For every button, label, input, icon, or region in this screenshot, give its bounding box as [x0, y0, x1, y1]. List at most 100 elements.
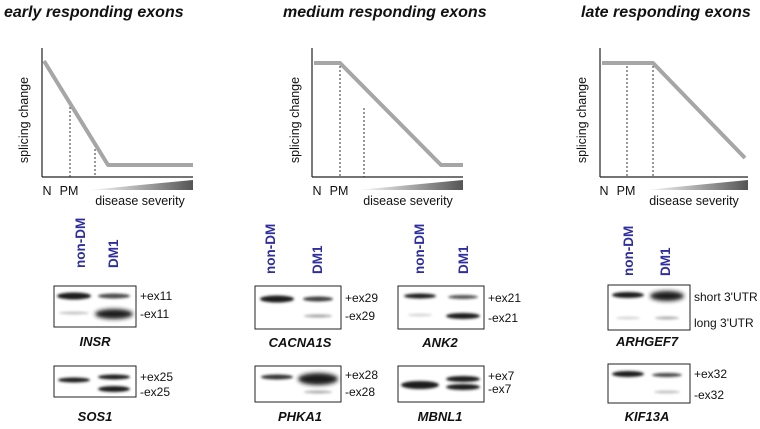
gel-band: [446, 376, 480, 382]
gel-band: [448, 295, 478, 299]
gel-band: [298, 373, 338, 385]
band-label-lower: long 3'UTR: [694, 316, 754, 330]
gene-label: CACNA1S: [269, 335, 332, 350]
schematic-plot: splicing change N PM disease severity: [17, 48, 193, 208]
tick-n: N: [42, 184, 51, 198]
x-axis-label: disease severity: [649, 194, 739, 208]
schematic-plot: splicing change N PM disease severity: [575, 48, 748, 208]
gel-band: [98, 386, 130, 392]
splicing-curve: [602, 61, 747, 160]
gel-band: [404, 293, 436, 299]
gel-band: [59, 311, 89, 315]
gene-label: SOS1: [78, 409, 113, 424]
band-label-lower: -ex25: [140, 385, 170, 399]
gel-band: [616, 316, 640, 320]
panel-title: medium responding exons: [283, 4, 487, 21]
lane-label-non-dm: non-DM: [263, 224, 278, 274]
band-label-lower: -ex32: [694, 388, 724, 402]
gel-kif13a: +ex32 -ex32 KIF13A: [607, 363, 727, 424]
tick-n: N: [599, 184, 608, 198]
gel-band: [261, 374, 293, 380]
splicing-curve: [42, 59, 193, 167]
gel-band: [654, 390, 680, 394]
gel-frame: [53, 285, 137, 328]
gel-band: [304, 390, 332, 394]
gel-band: [303, 296, 333, 302]
severity-wedge: [357, 180, 463, 190]
gel-band: [612, 292, 644, 298]
gel-band: [446, 384, 480, 390]
lane-label-non-dm: non-DM: [412, 224, 427, 274]
lane-label-non-dm: non-DM: [621, 226, 636, 276]
y-axis-label: splicing change: [288, 77, 302, 163]
x-axis-label: disease severity: [363, 194, 453, 208]
panel-late: late responding exons splicing change N …: [575, 4, 758, 424]
gel-band: [58, 377, 90, 383]
y-axis-label: splicing change: [17, 77, 31, 163]
y-axis-label: splicing change: [575, 77, 589, 163]
tick-pm: PM: [617, 184, 636, 198]
band-label-upper: +ex29: [345, 291, 378, 305]
gel-band: [446, 313, 480, 319]
panel-medium: medium responding exons splicing change …: [254, 4, 521, 424]
lane-label-dm1: DM1: [658, 247, 673, 276]
gel-sos1: +ex25 -ex25 SOS1: [53, 365, 173, 424]
band-label-lower: -ex29: [345, 309, 375, 323]
gel-arhgef7: non-DM DM1 short 3'UTR long 3'UTR ARHGEF…: [607, 226, 758, 349]
panel-title: late responding exons: [581, 4, 751, 21]
gel-insr: non-DM DM1 +ex11 -ex11 INSR: [53, 218, 172, 349]
gene-label: ARHGEF7: [615, 334, 679, 349]
gel-band: [95, 309, 133, 319]
gel-cacna1s: non-DM DM1 +ex29 -ex29 CACNA1S: [254, 224, 378, 350]
gel-band: [98, 374, 130, 380]
gel-band: [650, 291, 684, 301]
tick-n: N: [312, 184, 321, 198]
gel-band: [304, 314, 332, 318]
gel-band: [652, 373, 682, 377]
x-axis-label: disease severity: [95, 194, 185, 208]
gene-label: PHKA1: [278, 409, 322, 424]
lane-label-non-dm: non-DM: [73, 218, 88, 268]
gene-label: MBNL1: [418, 409, 463, 424]
band-label-upper: +ex28: [345, 368, 378, 382]
tick-pm: PM: [330, 184, 349, 198]
gel-band: [57, 292, 91, 300]
panel-title: early responding exons: [4, 4, 184, 21]
severity-wedge: [645, 180, 748, 190]
band-label-upper: +ex21: [488, 291, 521, 305]
gel-phka1: +ex28 -ex28 PHKA1: [254, 365, 378, 424]
gel-band: [401, 381, 439, 389]
gene-label: ANK2: [421, 335, 458, 350]
gel-band: [260, 295, 294, 303]
gel-ank2: non-DM DM1 +ex21 -ex21 ANK2: [397, 224, 521, 350]
gel-band: [655, 316, 679, 320]
gel-band: [408, 313, 432, 317]
gel-frame: [254, 285, 342, 330]
gel-frame: [397, 285, 485, 330]
band-label-lower: -ex11: [140, 307, 169, 321]
gel-mbnl1: +ex7 -ex7 MBNL1: [397, 365, 515, 424]
band-label-lower: -ex28: [345, 385, 375, 399]
gel-band: [98, 293, 130, 299]
gene-label: INSR: [79, 334, 111, 349]
band-label-upper: short 3'UTR: [694, 290, 758, 304]
gel-frame: [607, 363, 691, 404]
schematic-plot: splicing change N PM disease severity: [288, 48, 463, 208]
band-label-upper: +ex25: [140, 370, 173, 384]
splicing-curve: [314, 61, 463, 167]
gene-label: KIF13A: [625, 409, 670, 424]
gel-frame: [607, 284, 691, 331]
tick-pm: PM: [60, 184, 79, 198]
panel-early: early responding exons splicing change N…: [4, 4, 193, 424]
band-label-lower: -ex21: [488, 311, 518, 325]
band-label-upper: +ex11: [140, 289, 172, 303]
band-label-upper: +ex7: [488, 369, 515, 383]
lane-label-dm1: DM1: [106, 239, 121, 268]
lane-label-dm1: DM1: [310, 245, 325, 274]
lane-label-dm1: DM1: [456, 245, 471, 274]
gel-band: [612, 371, 644, 377]
band-label-lower: -ex7: [488, 382, 512, 396]
severity-wedge: [88, 180, 193, 190]
band-label-upper: +ex32: [694, 367, 727, 381]
